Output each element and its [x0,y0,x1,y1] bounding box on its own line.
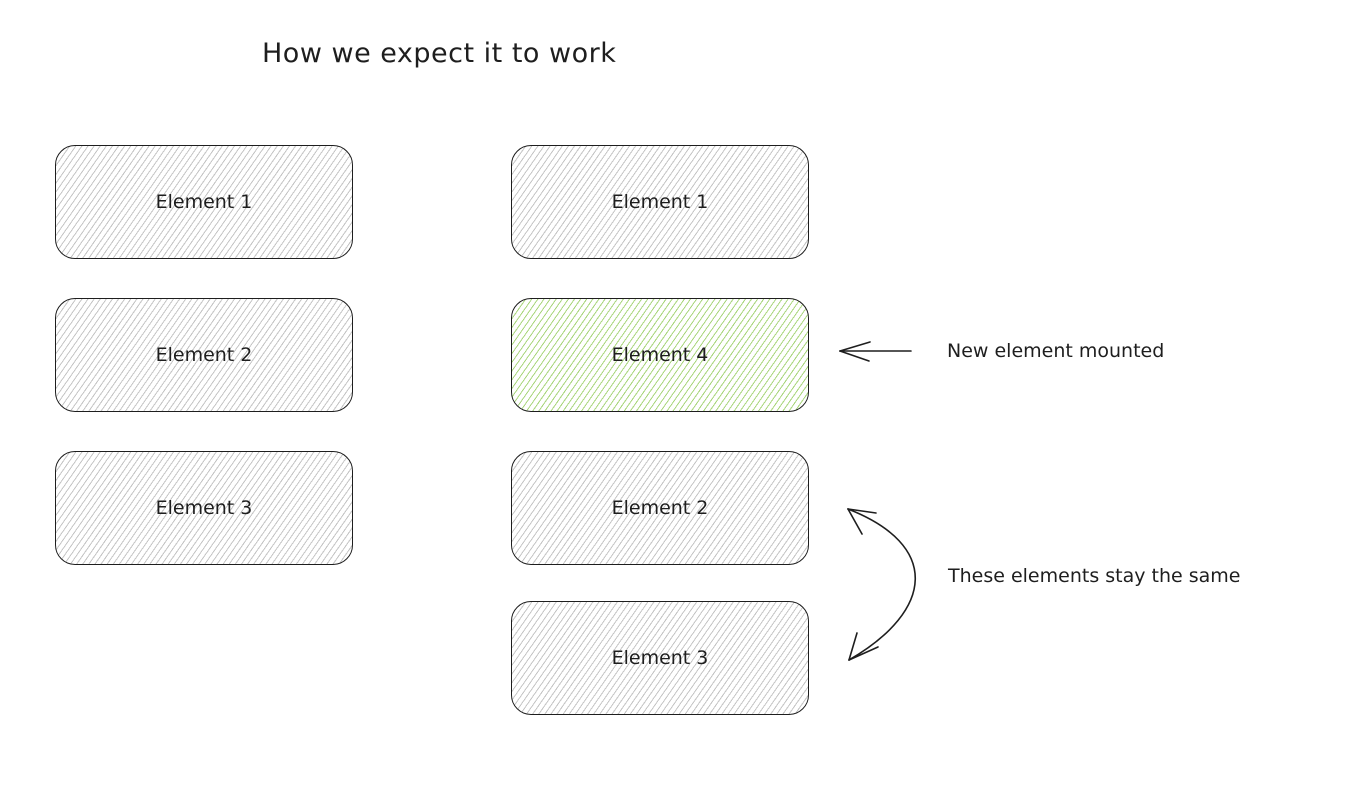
new-element-annotation: New element mounted [947,340,1165,362]
right-element-box-new: Element 4 [511,298,809,412]
same-elements-annotation: These elements stay the same [948,565,1241,587]
left-element-label-1: Element 1 [155,191,253,213]
right-element-box-3: Element 3 [511,601,809,715]
right-element-label-1: Element 1 [611,191,709,213]
right-element-label-3: Element 3 [611,647,709,669]
new-element-arrow [839,341,912,362]
left-element-box-1: Element 1 [55,145,353,259]
right-element-box-1: Element 1 [511,145,809,259]
same-elements-double-arrow [847,508,916,661]
left-element-label-2: Element 2 [155,344,253,366]
right-element-label-2: Element 2 [611,497,709,519]
right-element-box-2: Element 2 [511,451,809,565]
left-element-box-2: Element 2 [55,298,353,412]
left-element-box-3: Element 3 [55,451,353,565]
diagram-title: How we expect it to work [262,38,617,69]
right-element-label-new: Element 4 [611,344,709,366]
left-element-label-3: Element 3 [155,497,253,519]
